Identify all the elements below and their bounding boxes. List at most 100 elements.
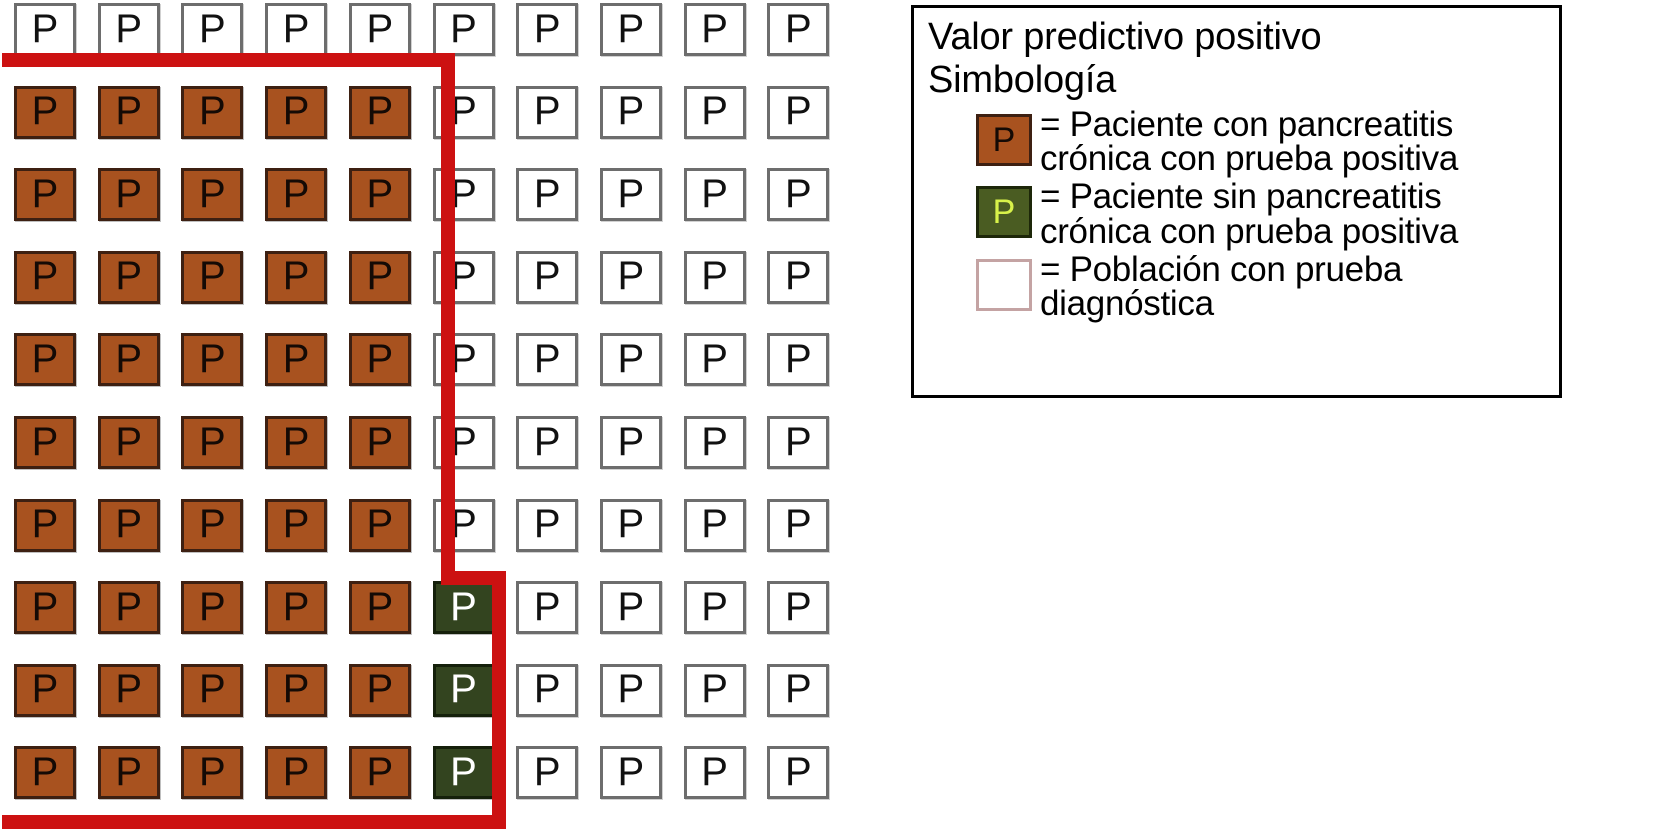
grid-cell-label: P	[199, 502, 226, 547]
grid-cell-label: P	[115, 6, 143, 51]
grid-cell-label: P	[784, 89, 812, 134]
grid-cell-true-positive-r2-c5: P	[348, 85, 411, 139]
grid-cell-population-r6-c8: P	[599, 416, 662, 469]
grid-cell-true-positive-r9-c4: P	[265, 663, 328, 717]
legend-text-false-positive-line2: crónica con prueba positiva	[1040, 211, 1458, 251]
grid-cell-population-r8-c10: P	[767, 581, 830, 635]
grid-cell-label: P	[115, 254, 143, 299]
legend-subtitle: Simbología	[928, 58, 1117, 101]
grid-cell-label: P	[282, 254, 310, 299]
grid-cell-population-r10-c7: P	[516, 746, 579, 800]
grid-cell-label: P	[784, 6, 812, 51]
grid-cell-label: P	[533, 667, 561, 712]
grid-cell-label: P	[199, 6, 226, 51]
grid-cell-population-r5-c10: P	[767, 333, 830, 387]
grid-cell-population-r1-c3: P	[181, 3, 244, 56]
grid-cell-population-r5-c6: P	[432, 333, 495, 387]
grid-cell-true-positive-r4-c4: P	[265, 250, 328, 304]
grid-cell-label: P	[282, 6, 310, 51]
grid-cell-true-positive-r6-c2: P	[97, 416, 160, 469]
grid-cell-population-r1-c2: P	[97, 3, 160, 56]
grid-cell-population-r4-c8: P	[599, 250, 662, 304]
grid-cell-true-positive-r10-c5: P	[348, 746, 411, 800]
grid-cell-label: P	[282, 419, 310, 464]
grid-cell-label: P	[701, 667, 728, 712]
grid-cell-label: P	[701, 584, 728, 629]
grid-cell-label: P	[533, 336, 561, 381]
grid-cell-label: P	[31, 502, 59, 547]
grid-cell-population-r3-c9: P	[683, 168, 746, 222]
grid-cell-true-positive-r4-c3: P	[181, 250, 244, 304]
grid-cell-label: P	[199, 419, 226, 464]
grid-cell-label: P	[617, 6, 645, 51]
grid-cell-label: P	[199, 749, 226, 794]
grid-cell-label: P	[282, 336, 310, 381]
grid-cell-population-r3-c6: P	[432, 168, 495, 222]
grid-cell-true-positive-r10-c1: P	[14, 746, 76, 800]
grid-cell-true-positive-r5-c5: P	[348, 333, 411, 387]
grid-cell-population-r7-c6: P	[432, 498, 495, 552]
grid-cell-population-r2-c6: P	[432, 85, 495, 139]
grid-cell-true-positive-r10-c4: P	[265, 746, 328, 800]
grid-cell-true-positive-r5-c4: P	[265, 333, 328, 387]
grid-cell-true-positive-r4-c1: P	[14, 250, 76, 304]
grid-cell-label: P	[701, 254, 728, 299]
legend-items: P = Paciente con pancreatitis crónica co…	[928, 107, 1559, 322]
grid-cell-label: P	[31, 584, 59, 629]
grid-cell-population-r1-c7: P	[516, 3, 579, 56]
grid-cell-population-r1-c1: P	[14, 3, 76, 56]
grid-cell-label: P	[31, 419, 59, 464]
grid-cell-label: P	[617, 502, 645, 547]
grid-cell-population-r6-c9: P	[683, 416, 746, 469]
grid-cell-true-positive-r5-c1: P	[14, 333, 76, 387]
grid-cell-label: P	[617, 171, 645, 216]
grid-cell-true-positive-r9-c3: P	[181, 663, 244, 717]
grid-cell-true-positive-r8-c2: P	[97, 581, 160, 635]
grid-cell-label: P	[617, 89, 645, 134]
grid-cell-label: P	[366, 254, 394, 299]
grid-cell-population-r7-c8: P	[599, 498, 662, 552]
legend-text-true-positive: = Paciente con pancreatitis crónica con …	[1040, 107, 1458, 177]
grid-cell-true-positive-r6-c5: P	[348, 416, 411, 469]
grid-cell-label: P	[282, 584, 310, 629]
grid-cell-label: P	[282, 749, 310, 794]
grid-cell-population-r1-c5: P	[348, 3, 411, 56]
grid-cell-label: P	[282, 171, 310, 216]
grid-cell-population-r5-c7: P	[516, 333, 579, 387]
legend-text-false-positive-line1: = Paciente sin pancreatitis	[1040, 177, 1442, 217]
grid-cell-label: P	[450, 667, 477, 712]
grid-cell-label: P	[115, 419, 143, 464]
legend-item-true-positive: P = Paciente con pancreatitis crónica co…	[976, 107, 1559, 177]
grid-cell-true-positive-r5-c3: P	[181, 333, 244, 387]
grid-cell-true-positive-r6-c1: P	[14, 416, 76, 469]
grid-cell-true-positive-r5-c2: P	[97, 333, 160, 387]
grid-cell-population-r8-c9: P	[683, 581, 746, 635]
grid-cell-label: P	[450, 419, 477, 464]
grid-cell-label: P	[366, 89, 394, 134]
legend-item-false-positive: P = Paciente sin pancreatitis crónica co…	[976, 177, 1559, 251]
grid-cell-population-r1-c6: P	[432, 3, 495, 56]
grid-cell-label: P	[533, 502, 561, 547]
grid-cell-true-positive-r8-c5: P	[348, 581, 411, 635]
grid-cell-population-r10-c8: P	[599, 746, 662, 800]
grid-cell-label: P	[115, 502, 143, 547]
grid-cell-label: P	[450, 336, 477, 381]
grid-cell-label: P	[533, 749, 561, 794]
grid-cell-label: P	[199, 171, 226, 216]
grid-cell-population-r6-c6: P	[432, 416, 495, 469]
grid-cell-label: P	[115, 749, 143, 794]
grid-cell-label: P	[31, 336, 59, 381]
grid-cell-true-positive-r2-c1: P	[14, 85, 76, 139]
grid-cell-label: P	[31, 171, 59, 216]
legend-panel: Valor predictivo positivo Simbología P =…	[911, 5, 1562, 398]
grid-cell-label: P	[784, 419, 812, 464]
grid-cell-label: P	[366, 336, 394, 381]
grid-cell-label: P	[450, 6, 477, 51]
grid-cell-label: P	[199, 254, 226, 299]
grid-cell-population-r10-c10: P	[767, 746, 830, 800]
grid-cell-false-positive-r9-c6: P	[432, 663, 495, 717]
grid-cell-label: P	[31, 749, 59, 794]
grid-cell-label: P	[450, 584, 477, 629]
grid-cell-false-positive-r8-c6: P	[432, 581, 495, 635]
